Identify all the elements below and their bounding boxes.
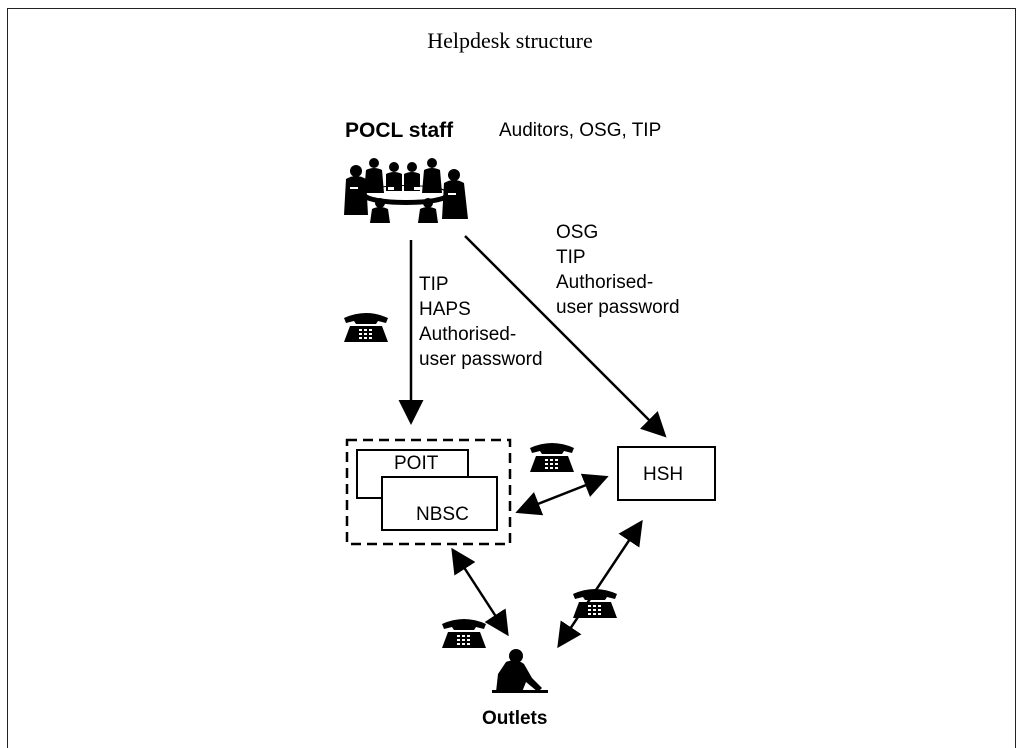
telephone-icon xyxy=(573,589,617,618)
arrow-helpdesk-outlets xyxy=(451,547,509,637)
telephone-icon xyxy=(344,313,388,342)
poit-link-labels: TIP HAPS Authorised- user password xyxy=(419,274,543,370)
outlet-worker-icon xyxy=(492,649,548,693)
hsh-link-labels: OSG TIP Authorised- user password xyxy=(556,222,680,318)
meeting-people-icon xyxy=(344,158,468,223)
hsh-box: HSH xyxy=(617,446,716,501)
nbsc-box: NBSC xyxy=(381,476,498,531)
helpdesk-group-outline xyxy=(345,438,512,546)
connection-lines xyxy=(345,235,667,649)
pocl-staff-label: POCL staff xyxy=(345,119,454,142)
arrow-nbsc-hsh xyxy=(515,473,609,516)
arrow-pocl-to-hsh xyxy=(464,235,667,438)
diagram-frame xyxy=(7,8,1016,748)
arrow-hsh-outlets xyxy=(557,519,643,649)
telephone-icon xyxy=(442,619,486,648)
outlets-label: Outlets xyxy=(482,708,548,729)
pocl-groups-label: Auditors, OSG, TIP xyxy=(499,120,662,141)
telephone-icon xyxy=(530,443,574,472)
diagram-title: Helpdesk structure xyxy=(427,28,593,53)
